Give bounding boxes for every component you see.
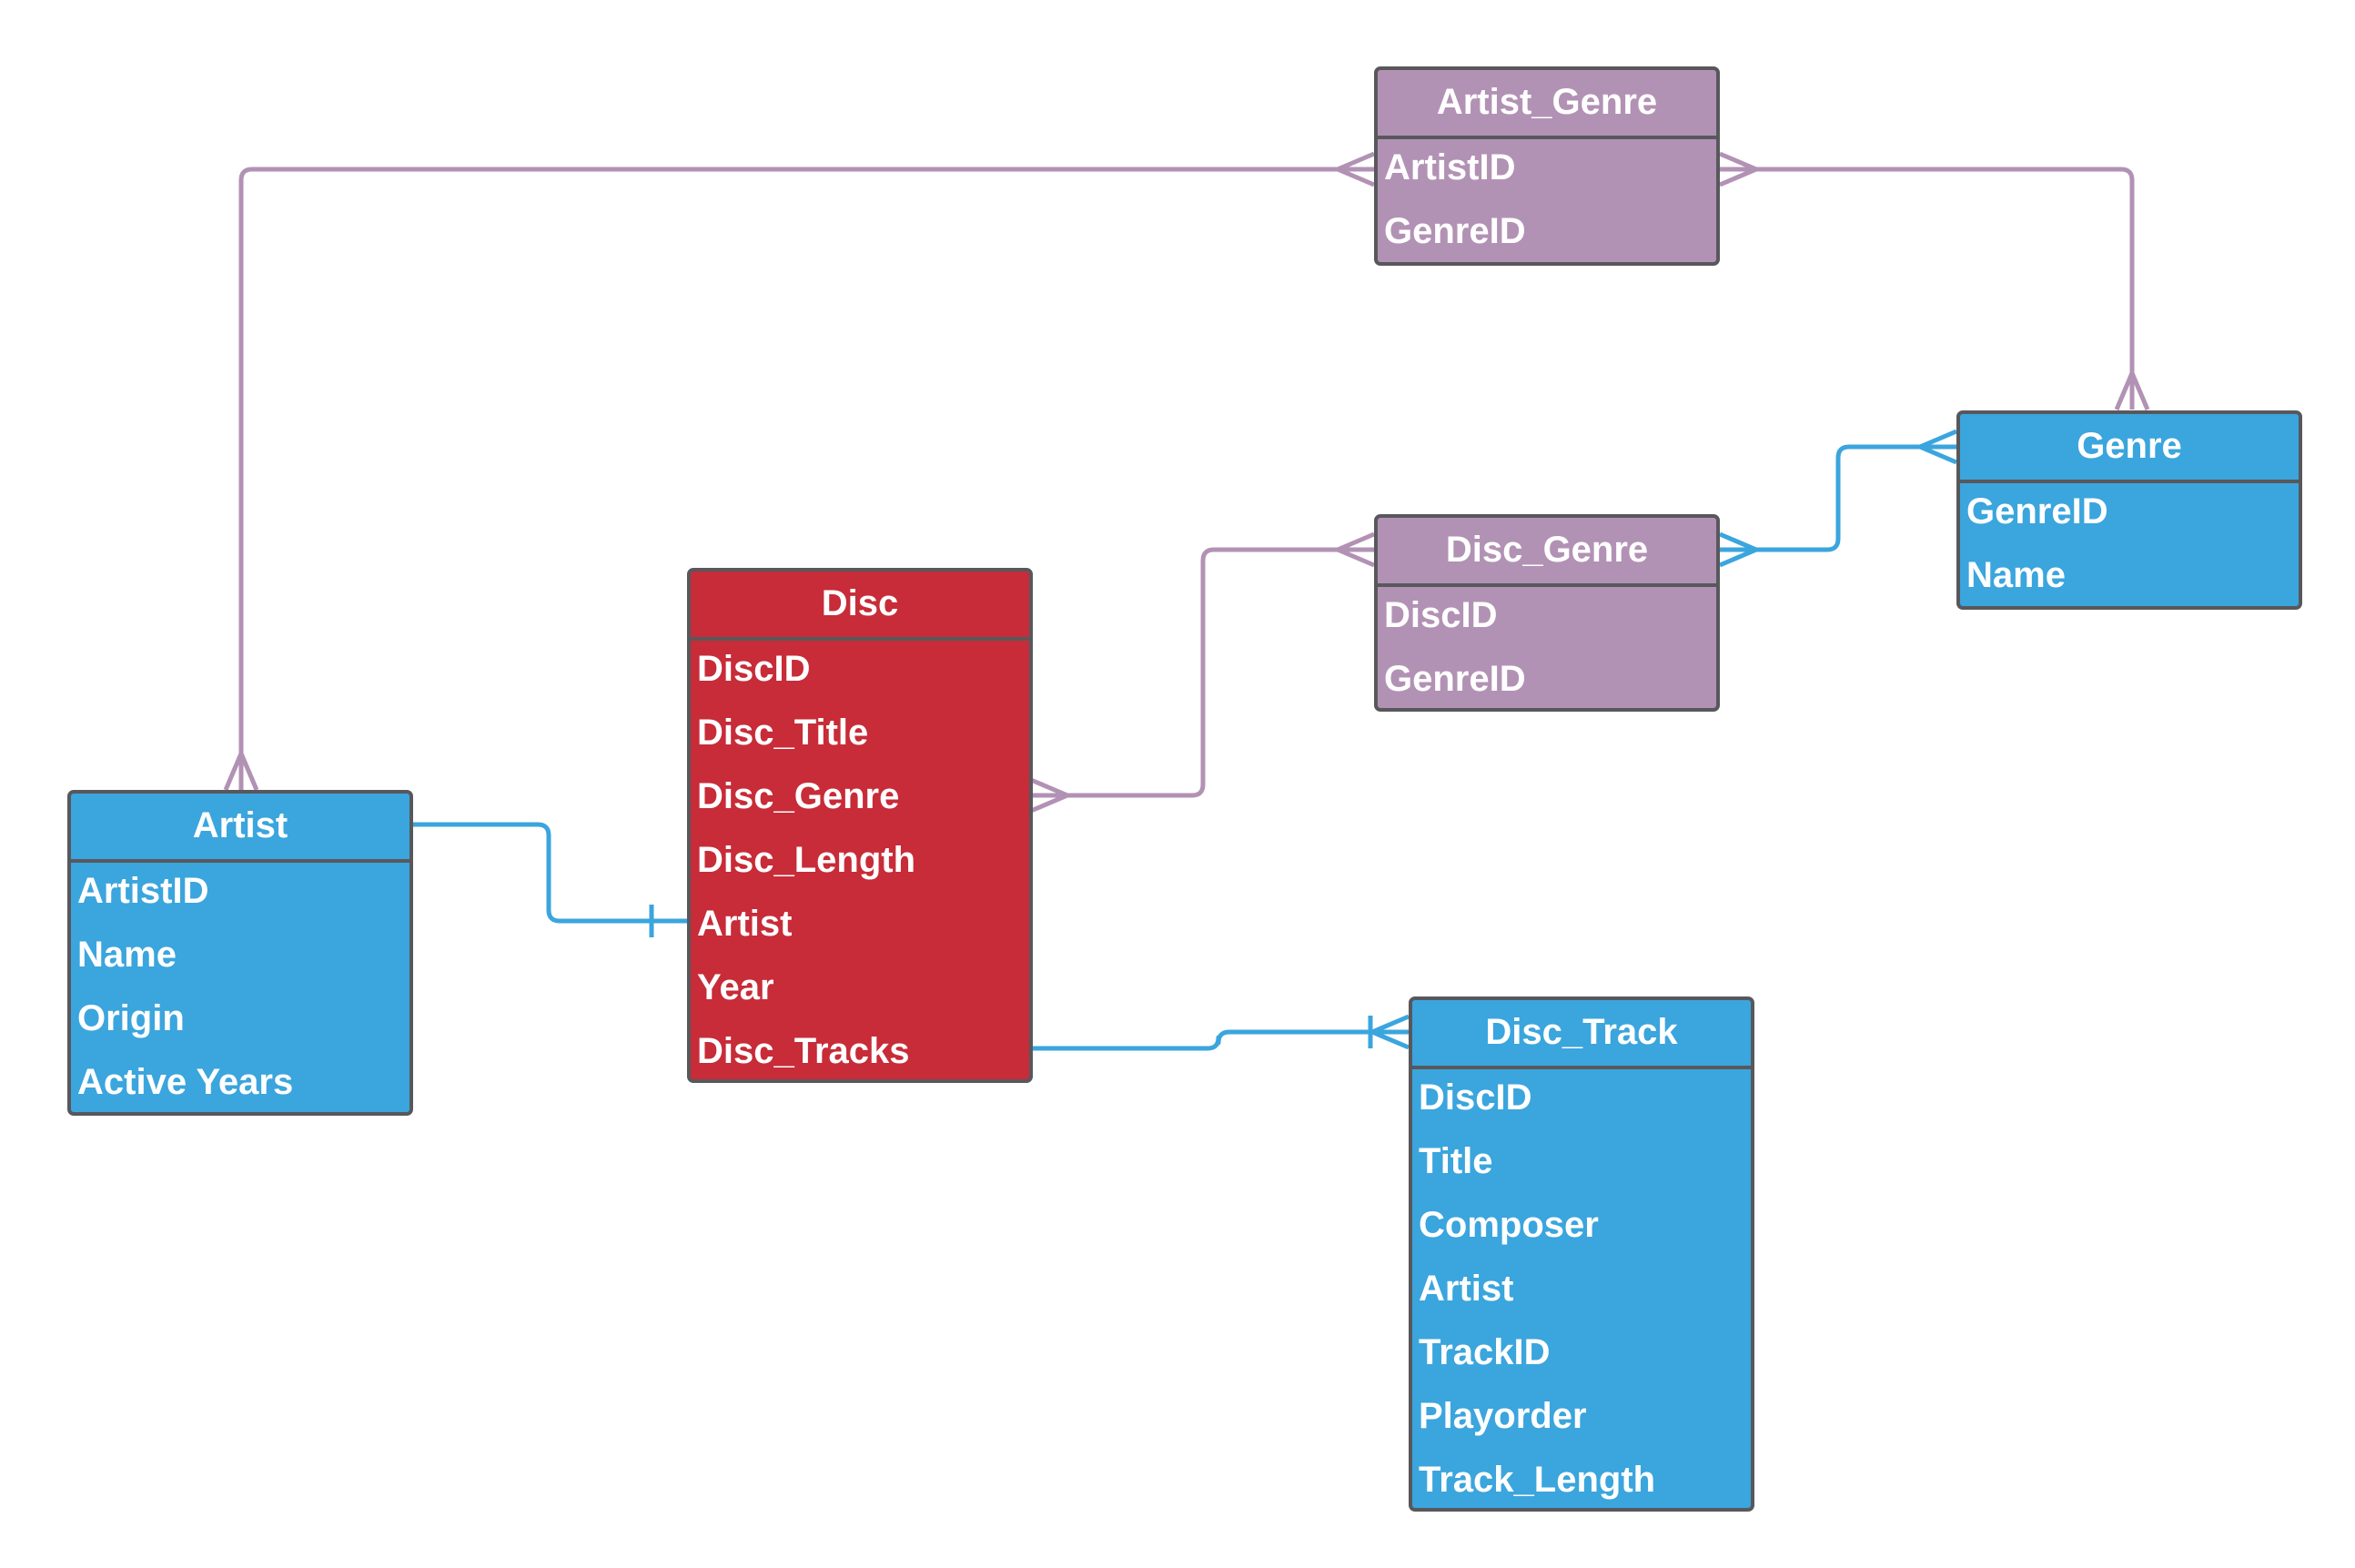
entity-title: Disc_Genre (1378, 518, 1716, 587)
field-title: Title (1419, 1141, 1493, 1181)
rel-disc-disc-track (1031, 1014, 1410, 1051)
field-disc-length: Disc_Length (697, 840, 916, 880)
entity-title: Artist_Genre (1378, 70, 1716, 139)
field-artist: Artist (1419, 1269, 1514, 1309)
field-name: Name (1966, 555, 2066, 595)
field-discid: DiscID (1419, 1077, 1532, 1118)
rel-disc-genre-genre (1719, 429, 1957, 568)
entity-title: Disc (691, 572, 1029, 641)
crowfoot-artist-top (223, 751, 259, 791)
field-disc-title: Disc_Title (697, 713, 869, 753)
rel-disc-disc-genre (1030, 531, 1375, 814)
field-composer: Composer (1419, 1205, 1599, 1245)
entity-title: Artist (71, 794, 409, 863)
field-disc-genre: Disc_Genre (697, 776, 900, 816)
field-genreid: GenreID (1966, 491, 2108, 531)
crowfoot-genre-left (1917, 429, 1957, 465)
entity-artist-genre[interactable]: Artist_Genre ArtistID GenreID (1374, 66, 1720, 266)
field-active-years: Active Years (77, 1062, 294, 1102)
field-trackid: TrackID (1419, 1332, 1551, 1372)
crowfoot-artist-genre-left (1335, 151, 1375, 187)
crowfoot-genre-top (2114, 370, 2150, 410)
crowfoot-disc-genre-left (1335, 531, 1375, 568)
crowfoot-disc-genre-right (1719, 531, 1759, 568)
rel-artist-disc (413, 822, 687, 937)
entity-title: Genre (1960, 414, 2299, 483)
field-origin: Origin (77, 998, 185, 1038)
field-disc-tracks: Disc_Tracks (697, 1031, 910, 1071)
field-genreid: GenreID (1384, 659, 1526, 699)
crowfoot-disc-right (1030, 777, 1070, 814)
entity-title: Disc_Track (1412, 1000, 1751, 1069)
field-artistid: ArtistID (1384, 147, 1516, 187)
entity-genre[interactable]: Genre GenreID Name (1956, 410, 2302, 610)
field-playorder: Playorder (1419, 1396, 1587, 1436)
field-name: Name (77, 935, 177, 975)
rel-artist-genre-genre (1719, 151, 2150, 410)
entity-disc-genre[interactable]: Disc_Genre DiscID GenreID (1374, 514, 1720, 712)
field-discid: DiscID (1384, 595, 1498, 635)
entity-disc-track[interactable]: Disc_Track DiscID Title Composer Artist … (1409, 996, 1754, 1512)
field-discid: DiscID (697, 649, 811, 689)
entity-artist[interactable]: Artist ArtistID Name Origin Active Years (67, 790, 413, 1116)
field-track-length: Track_Length (1419, 1460, 1656, 1500)
rel-artist-artist-genre (223, 151, 1375, 791)
field-year: Year (697, 967, 774, 1007)
entity-disc[interactable]: Disc DiscID Disc_Title Disc_Genre Disc_L… (687, 568, 1033, 1083)
field-genreid: GenreID (1384, 211, 1526, 251)
field-artistid: ArtistID (77, 871, 209, 911)
crowfoot-artist-genre-right (1719, 151, 1759, 187)
field-artist: Artist (697, 904, 793, 944)
